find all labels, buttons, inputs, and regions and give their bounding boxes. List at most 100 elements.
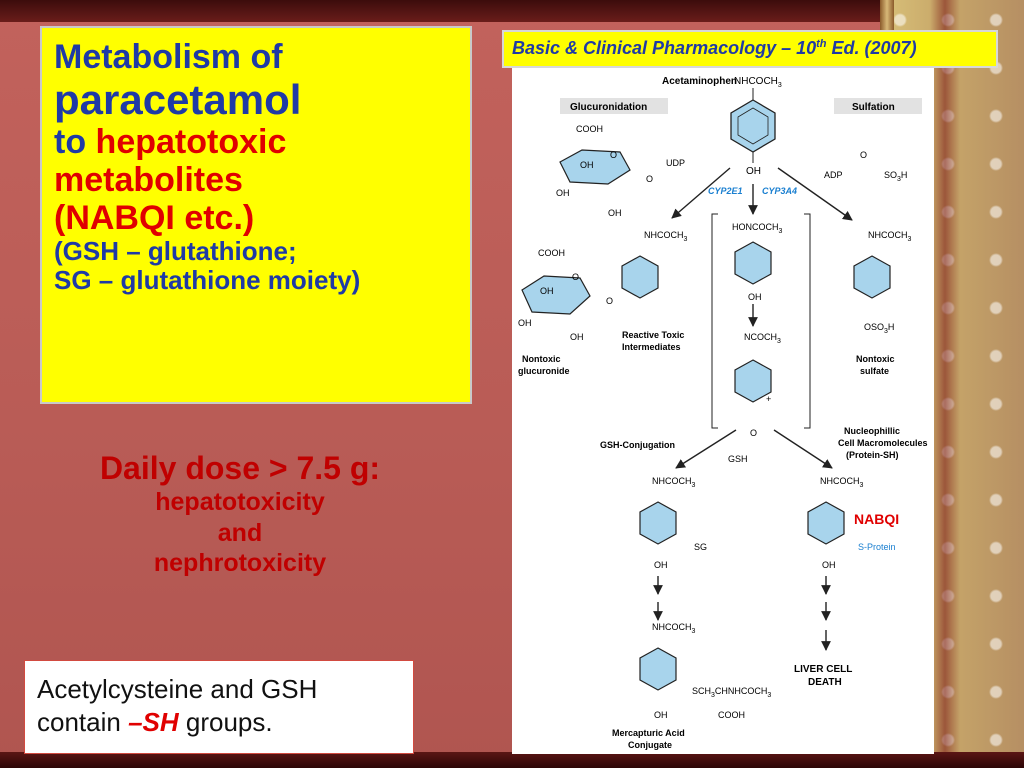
label-oh-4: OH bbox=[822, 560, 836, 570]
note-line-1: Acetylcysteine and GSH bbox=[37, 674, 318, 704]
diagram-svg: Acetaminophen NHCOCH3 Glucuronidation Su… bbox=[518, 76, 928, 750]
label-oh-3: OH bbox=[654, 560, 668, 570]
label-nabqi: NABQI bbox=[854, 511, 899, 527]
label-gsh: GSH bbox=[728, 454, 748, 464]
daily-dose-text: Daily dose > 7.5 g: hepatotoxicity and n… bbox=[40, 450, 440, 579]
reference-bar: Basic & Clinical Pharmacology – 10th Ed.… bbox=[502, 30, 998, 68]
label-plus: + bbox=[766, 394, 771, 404]
label-nucleo-1: Nucleophillic bbox=[844, 426, 900, 436]
title-line-1: Metabolism of bbox=[54, 38, 283, 76]
arrow-to-glucuronide bbox=[671, 167, 731, 219]
label-oh-sugar-4: OH bbox=[540, 286, 554, 296]
label-nhcoch3-merc: NHCOCH3 bbox=[652, 622, 696, 635]
reference-sup: th bbox=[816, 38, 827, 50]
label-oh-sugar-3: OH bbox=[608, 208, 622, 218]
sugar-ring-2 bbox=[521, 275, 591, 315]
sugar-ring-1 bbox=[559, 149, 631, 185]
label-ncoch3: NCOCH3 bbox=[744, 332, 781, 345]
title-line-2: paracetamol bbox=[54, 76, 302, 124]
label-acetaminophen: Acetaminophen bbox=[662, 76, 737, 87]
dose-line-1: Daily dose > 7.5 g: bbox=[99, 450, 381, 486]
label-nucleo-2: Cell Macromolecules bbox=[838, 438, 928, 448]
label-o-sugar-1: O bbox=[610, 150, 617, 160]
label-cooh-2: COOH bbox=[538, 248, 565, 258]
label-oh-sugar-1: OH bbox=[580, 160, 594, 170]
label-adp: ADP bbox=[824, 170, 843, 180]
label-reactive-2: Intermediates bbox=[622, 342, 681, 352]
label-sg: SG bbox=[694, 542, 707, 552]
decorative-vine bbox=[930, 0, 960, 768]
label-oh-sugar-2: OH bbox=[556, 188, 570, 198]
label-nontoxic-sulf-2: sulfate bbox=[860, 366, 889, 376]
label-top-nhcoch3: NHCOCH3 bbox=[734, 76, 782, 89]
reference-text-a: Basic & Clinical Pharmacology – 10 bbox=[512, 38, 817, 58]
note-contain: contain bbox=[37, 706, 129, 737]
label-nhcoch3-protein: NHCOCH3 bbox=[820, 476, 864, 489]
dose-line-2: hepatotoxicity bbox=[155, 488, 325, 516]
label-oh-1: OH bbox=[746, 166, 761, 177]
label-o-adp: O bbox=[860, 150, 867, 160]
label-gsh-conjugation: GSH-Conjugation bbox=[600, 440, 675, 450]
label-sprotein: S-Protein bbox=[858, 542, 896, 552]
arrow-to-protein bbox=[773, 429, 833, 469]
label-nhcoch3-sulf: NHCOCH3 bbox=[868, 230, 912, 243]
benzene-ring-gsh-conjugate bbox=[639, 501, 677, 545]
label-sch2: SCH3CHNHCOCH3 bbox=[692, 686, 771, 699]
label-oh-sugar-5: OH bbox=[518, 318, 532, 328]
label-o-link-1: O bbox=[646, 174, 653, 184]
bracket-right bbox=[804, 213, 811, 429]
title-hepatotoxic: hepatotoxic bbox=[95, 123, 287, 162]
metabolism-diagram: Acetaminophen NHCOCH3 Glucuronidation Su… bbox=[512, 64, 934, 754]
label-merc-1: Mercapturic Acid bbox=[612, 728, 685, 738]
title-box: Metabolism of paracetamol to hepatotoxic… bbox=[40, 26, 472, 404]
label-liver-2: DEATH bbox=[808, 677, 842, 688]
arrow-to-gsh-conj bbox=[675, 429, 737, 469]
bottom-border-bar bbox=[0, 752, 1024, 768]
label-nontoxic-gluc-2: glucuronide bbox=[518, 366, 570, 376]
label-o-quinone: O bbox=[750, 428, 757, 438]
label-cyp2e1: CYP2E1 bbox=[708, 186, 743, 196]
note-box: Acetylcysteine and GSH contain –SH group… bbox=[24, 660, 414, 754]
label-o-sugar-2: O bbox=[572, 272, 579, 282]
label-cyp3a4: CYP3A4 bbox=[762, 186, 797, 196]
arrow-to-sulfate bbox=[777, 167, 853, 221]
quinone-ring bbox=[734, 359, 772, 403]
reference-text-b: Ed. (2007) bbox=[826, 38, 917, 58]
label-nontoxic-sulf-1: Nontoxic bbox=[856, 354, 895, 364]
label-oso3h: OSO3H bbox=[864, 322, 894, 335]
label-nhcoch3-gluc: NHCOCH3 bbox=[644, 230, 688, 243]
label-nontoxic-gluc-1: Nontoxic bbox=[522, 354, 561, 364]
benzene-ring-glucuronide bbox=[621, 255, 659, 299]
dose-line-3: and bbox=[217, 518, 263, 547]
note-groups: groups. bbox=[178, 706, 273, 737]
ring-inner bbox=[737, 107, 769, 145]
label-o-link-2: O bbox=[606, 296, 613, 306]
bracket-left bbox=[711, 213, 718, 429]
title-line-4: metabolites bbox=[54, 161, 243, 200]
label-so3h: SO3H bbox=[884, 170, 907, 183]
label-oh-5: OH bbox=[654, 710, 668, 720]
label-cooh-1: COOH bbox=[576, 124, 603, 134]
title-to: to bbox=[54, 123, 96, 162]
note-line-2: contain –SH groups. bbox=[37, 706, 401, 739]
label-cooh-3: COOH bbox=[718, 710, 745, 720]
title-line-5: (NABQI etc.) bbox=[54, 199, 255, 238]
label-liver-1: LIVER CELL bbox=[794, 664, 852, 675]
label-sulfation: Sulfation bbox=[852, 102, 895, 113]
label-reactive-1: Reactive Toxic bbox=[622, 330, 684, 340]
title-line-3: to hepatotoxic bbox=[54, 123, 458, 161]
glucuronidation-band bbox=[560, 98, 668, 114]
note-sh: –SH bbox=[128, 706, 179, 737]
label-merc-2: Conjugate bbox=[628, 740, 672, 750]
title-line-7: SG – glutathione moiety) bbox=[54, 265, 361, 296]
label-nucleo-3: (Protein-SH) bbox=[846, 450, 899, 460]
dose-line-4: nephrotoxicity bbox=[153, 549, 327, 577]
sulfation-band bbox=[834, 98, 922, 114]
label-oh-2: OH bbox=[748, 292, 762, 302]
label-glucuronidation: Glucuronidation bbox=[570, 102, 647, 113]
top-border-bar bbox=[0, 0, 1024, 22]
benzene-ring-sulfate bbox=[853, 255, 891, 299]
benzene-ring-mercapturic bbox=[639, 647, 677, 691]
label-nhcoch3-gsh: NHCOCH3 bbox=[652, 476, 696, 489]
